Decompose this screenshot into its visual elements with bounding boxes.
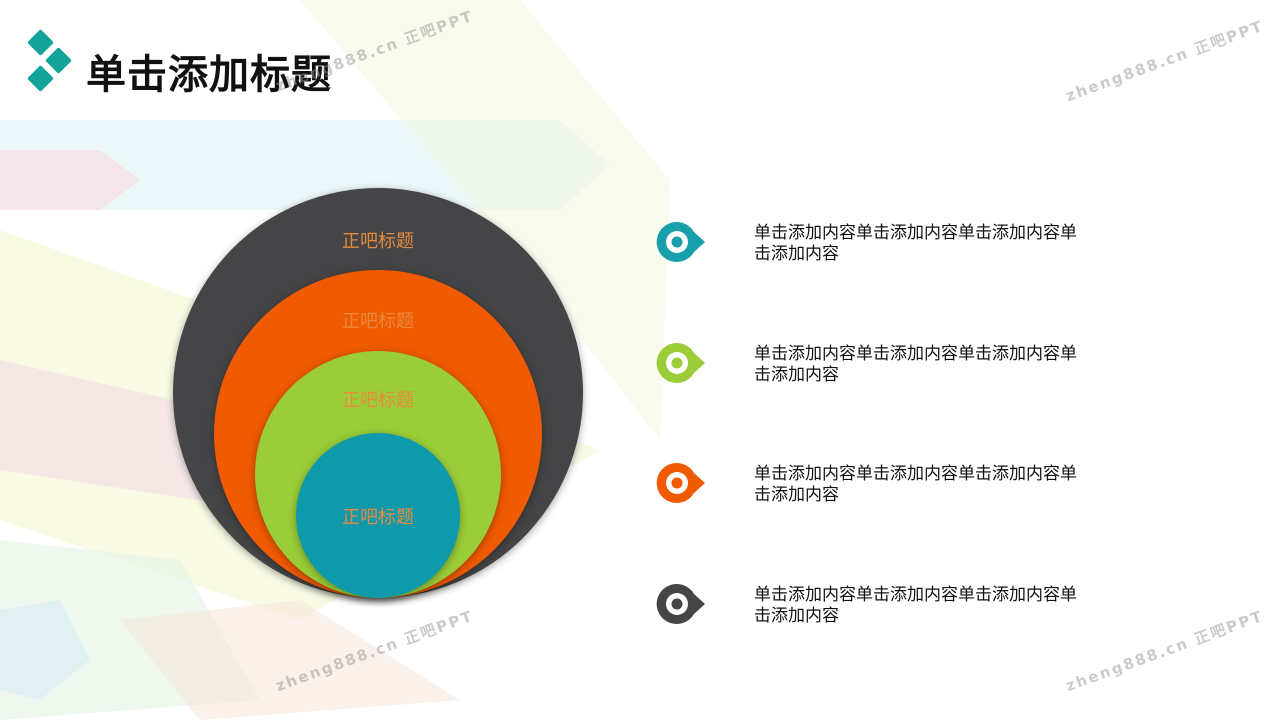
location-pin-icon (656, 221, 706, 263)
circle-label: 正吧标题 (342, 231, 414, 252)
item-text: 单击添加内容单击添加内容单击添加内容单击添加内容 (754, 344, 1077, 385)
circle-label: 正吧标题 (342, 311, 414, 332)
item-text: 单击添加内容单击添加内容单击添加内容单击添加内容 (754, 223, 1077, 264)
location-pin-icon (656, 342, 706, 384)
circle-inner (296, 433, 460, 598)
page-title: 单击添加标题 (86, 52, 332, 98)
item-text: 单击添加内容单击添加内容单击添加内容单击添加内容 (754, 585, 1077, 626)
circle-label: 正吧标题 (342, 507, 414, 528)
location-pin-icon (656, 462, 706, 504)
circle-label: 正吧标题 (342, 390, 414, 411)
location-pin-icon (656, 583, 706, 625)
item-text: 单击添加内容单击添加内容单击添加内容单击添加内容 (754, 464, 1077, 505)
